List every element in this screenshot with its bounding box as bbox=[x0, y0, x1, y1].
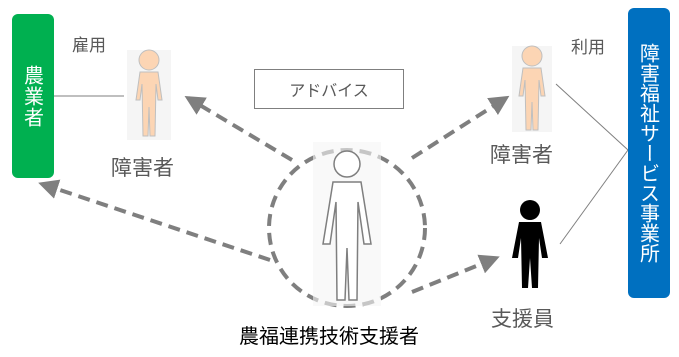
usage-connector bbox=[555, 83, 629, 151]
advice-label: アドバイス bbox=[289, 81, 369, 100]
arrow-to-farmer bbox=[38, 179, 271, 262]
staff-connector bbox=[559, 149, 629, 245]
usage-label: 利用 bbox=[571, 38, 605, 58]
coordinator-outline-icon bbox=[313, 142, 381, 306]
disabled-person-left-label: 障害者 bbox=[111, 156, 174, 180]
farmer-box: 農業者 bbox=[12, 14, 54, 178]
coordinator-label: 農福連携技術支援者 bbox=[239, 324, 419, 348]
employment-label: 雇用 bbox=[72, 36, 106, 56]
arrow-to-support-staff bbox=[411, 254, 500, 294]
disabled-person-right-label: 障害者 bbox=[490, 143, 553, 167]
person-icon bbox=[127, 49, 171, 140]
arrow-to-disabled-left bbox=[184, 95, 294, 162]
support-staff-label: 支援員 bbox=[491, 307, 554, 331]
service-office-box: 障害福祉サービス事業所 bbox=[628, 8, 670, 298]
staff-person-icon bbox=[512, 200, 548, 288]
advice-box: アドバイス bbox=[254, 69, 404, 109]
person-icon bbox=[512, 45, 552, 132]
